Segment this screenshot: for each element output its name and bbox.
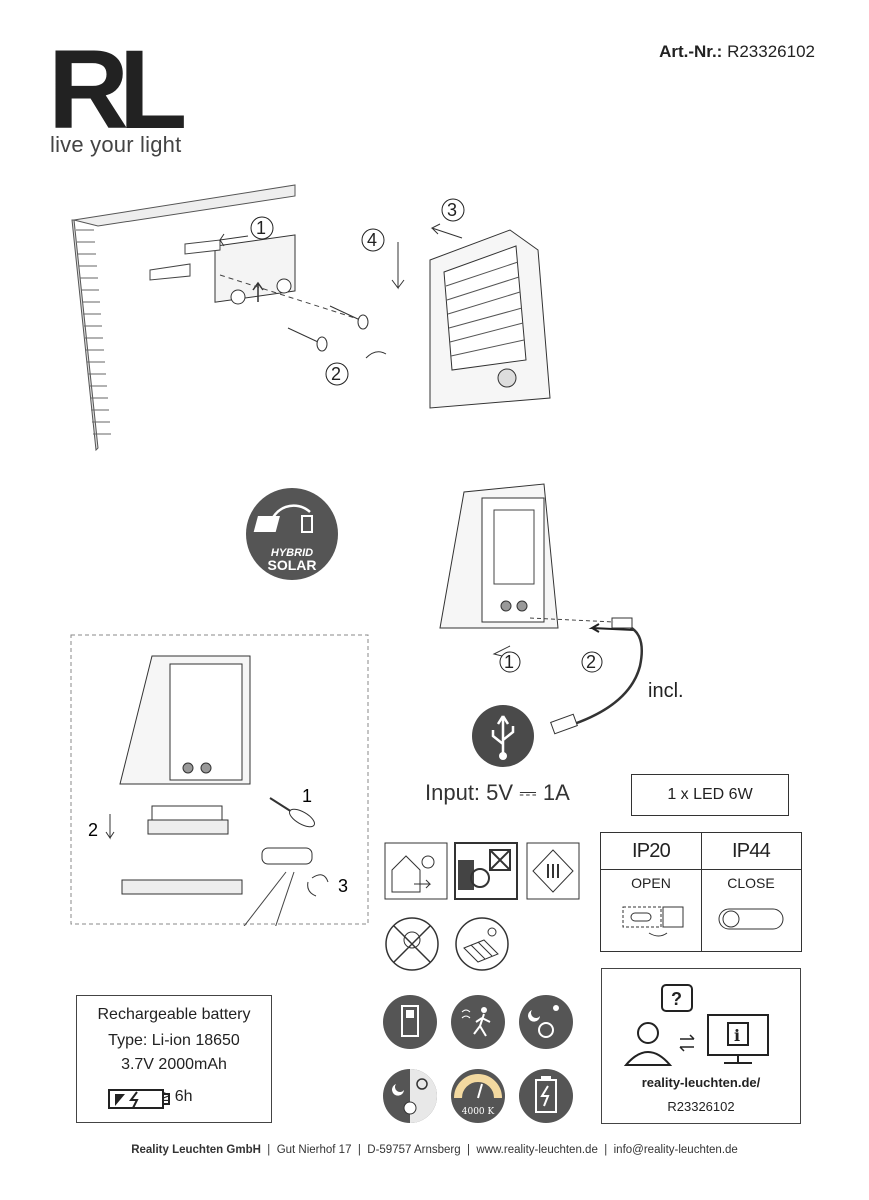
usb-c-plug — [611, 617, 633, 629]
solar-panel-icon — [253, 516, 280, 532]
step-marker-1: 1 — [250, 216, 274, 240]
rotate-icon — [307, 874, 329, 897]
battery-spec: 3.7V 2000mAh — [121, 1056, 227, 1073]
footer: Reality Leuchten GmbH | Gut Nierhof 17 |… — [131, 1144, 738, 1156]
badge-line2: SOLAR — [268, 557, 317, 573]
solar-lamp-front — [429, 229, 551, 409]
ip-column-close: IP44 CLOSE — [701, 833, 801, 951]
battery-duration: ≥ 6h — [161, 1088, 193, 1105]
battery-step-2: 2 — [88, 820, 98, 840]
mounting-diagram: 1 2 3 4 — [71, 184, 551, 452]
included-label: incl. — [648, 680, 684, 702]
tagline: live your light — [50, 132, 182, 157]
footer-city: D-59757 Arnsberg — [367, 1144, 461, 1156]
mounting-plate — [214, 234, 296, 305]
footer-company: Reality Leuchten GmbH — [131, 1144, 261, 1156]
led-spec: 1 x LED 6W — [667, 786, 753, 803]
usb-port-open-icon — [622, 906, 684, 937]
svg-text:2: 2 — [586, 652, 596, 672]
screws — [287, 305, 369, 352]
info-article: R23326102 — [667, 1099, 735, 1114]
arrow-down-icon — [105, 814, 115, 840]
usb-a-plug — [550, 713, 578, 735]
ip-state-close: CLOSE — [727, 875, 775, 891]
battery-step-1: 1 — [302, 786, 312, 806]
usb-port-closed-icon — [718, 908, 784, 930]
input-spec: Input: 5V ⎓ 1A — [425, 780, 570, 805]
cover-plate — [121, 879, 243, 895]
step-marker-4: 4 — [361, 228, 385, 252]
switch-icon — [383, 995, 437, 1049]
motion-sensor-icon — [451, 995, 505, 1049]
footer-address: Gut Nierhof 17 — [276, 1144, 352, 1156]
usb-icon — [472, 705, 534, 767]
screwdriver-icon — [269, 797, 315, 828]
wall-illustration — [71, 184, 296, 452]
svg-text:1: 1 — [504, 652, 514, 672]
color-temperature-label: 4000 K — [462, 1107, 495, 1117]
battery-holder — [147, 805, 229, 835]
lamp-back-view — [439, 483, 559, 629]
arrow-step-3 — [430, 223, 463, 239]
ip-column-open: IP20 OPEN — [601, 833, 702, 951]
info-url[interactable]: reality-leuchten.de/ — [641, 1075, 761, 1090]
lamp-open-back — [119, 655, 251, 785]
battery-cell — [261, 847, 313, 865]
svg-text:i: i — [734, 1026, 740, 1045]
charge-step-1: 1 — [499, 651, 521, 673]
color-temperature-icon: 4000 K — [451, 1069, 505, 1123]
charging-diagram: 1 2 — [439, 483, 643, 735]
led-not-replaceable-icon — [385, 917, 439, 971]
article-value: R23326102 — [727, 42, 815, 61]
protection-class-iii-icon — [526, 842, 580, 900]
badge-line1: HYBRID — [271, 547, 313, 559]
step-marker-2: 2 — [325, 362, 349, 386]
article-number: Art.-Nr.: R23326102 — [659, 42, 815, 62]
battery-exchange-section: 1 2 3 — [70, 634, 369, 926]
logo-text: RL — [48, 40, 184, 132]
footer-web[interactable]: www.reality-leuchten.de — [476, 1144, 598, 1156]
online-info-box: ? i reality-leuchten.de/ R23326102 — [601, 968, 801, 1124]
no-dimmer-icon — [454, 842, 518, 900]
hybrid-solar-badge: HYBRID SOLAR — [246, 488, 338, 580]
svg-text:4: 4 — [367, 230, 377, 250]
dusk-dawn-sensor-icon — [383, 1069, 437, 1123]
svg-text:3: 3 — [447, 200, 457, 220]
article-label: Art.-Nr.: — [659, 42, 723, 61]
arrow-charge-2 — [588, 623, 635, 633]
battery-info-box: Rechargeable battery Type: Li-ion 18650 … — [76, 995, 272, 1123]
ip-rating-table: IP20 OPEN IP44 CLOSE — [600, 832, 802, 952]
battery-charge-icon — [108, 1089, 170, 1109]
arrow-charge-1 — [492, 645, 511, 657]
indoor-outdoor-icon — [384, 842, 448, 900]
wall-dowels — [149, 239, 221, 281]
step-marker-3: 3 — [441, 198, 465, 222]
footer-email[interactable]: info@reality-leuchten.de — [613, 1144, 738, 1156]
solar-panel-icon — [455, 917, 509, 971]
question-bubble-icon — [661, 984, 693, 1012]
ip-rating-open: IP20 — [601, 833, 701, 870]
svg-text:1: 1 — [256, 218, 266, 238]
exchange-arrows-icon — [679, 1034, 695, 1052]
svg-text:2: 2 — [331, 364, 341, 384]
rl-logo: RL — [48, 40, 188, 132]
user-icon — [637, 1022, 659, 1044]
battery-type: Type: Li-ion 18650 — [108, 1032, 240, 1049]
usb-cable — [573, 622, 643, 726]
battery-title: Rechargeable battery — [97, 1006, 251, 1023]
arrow-step-4 — [391, 242, 405, 290]
battery-icon — [301, 515, 313, 533]
day-night-motion-icon — [519, 995, 573, 1049]
arrow-step-2 — [365, 351, 387, 359]
battery-step-3: 3 — [338, 876, 348, 896]
led-spec-box: 1 x LED 6W — [631, 774, 789, 816]
arrow-step-1 — [218, 233, 249, 247]
info-icon — [727, 1022, 749, 1046]
ip-state-open: OPEN — [631, 875, 671, 891]
ip-rating-close: IP44 — [701, 833, 801, 870]
charge-step-2: 2 — [581, 651, 603, 673]
help-info-illustration: ? i — [623, 984, 769, 1066]
svg-text:?: ? — [671, 989, 682, 1009]
rechargeable-battery-icon — [519, 1069, 573, 1123]
